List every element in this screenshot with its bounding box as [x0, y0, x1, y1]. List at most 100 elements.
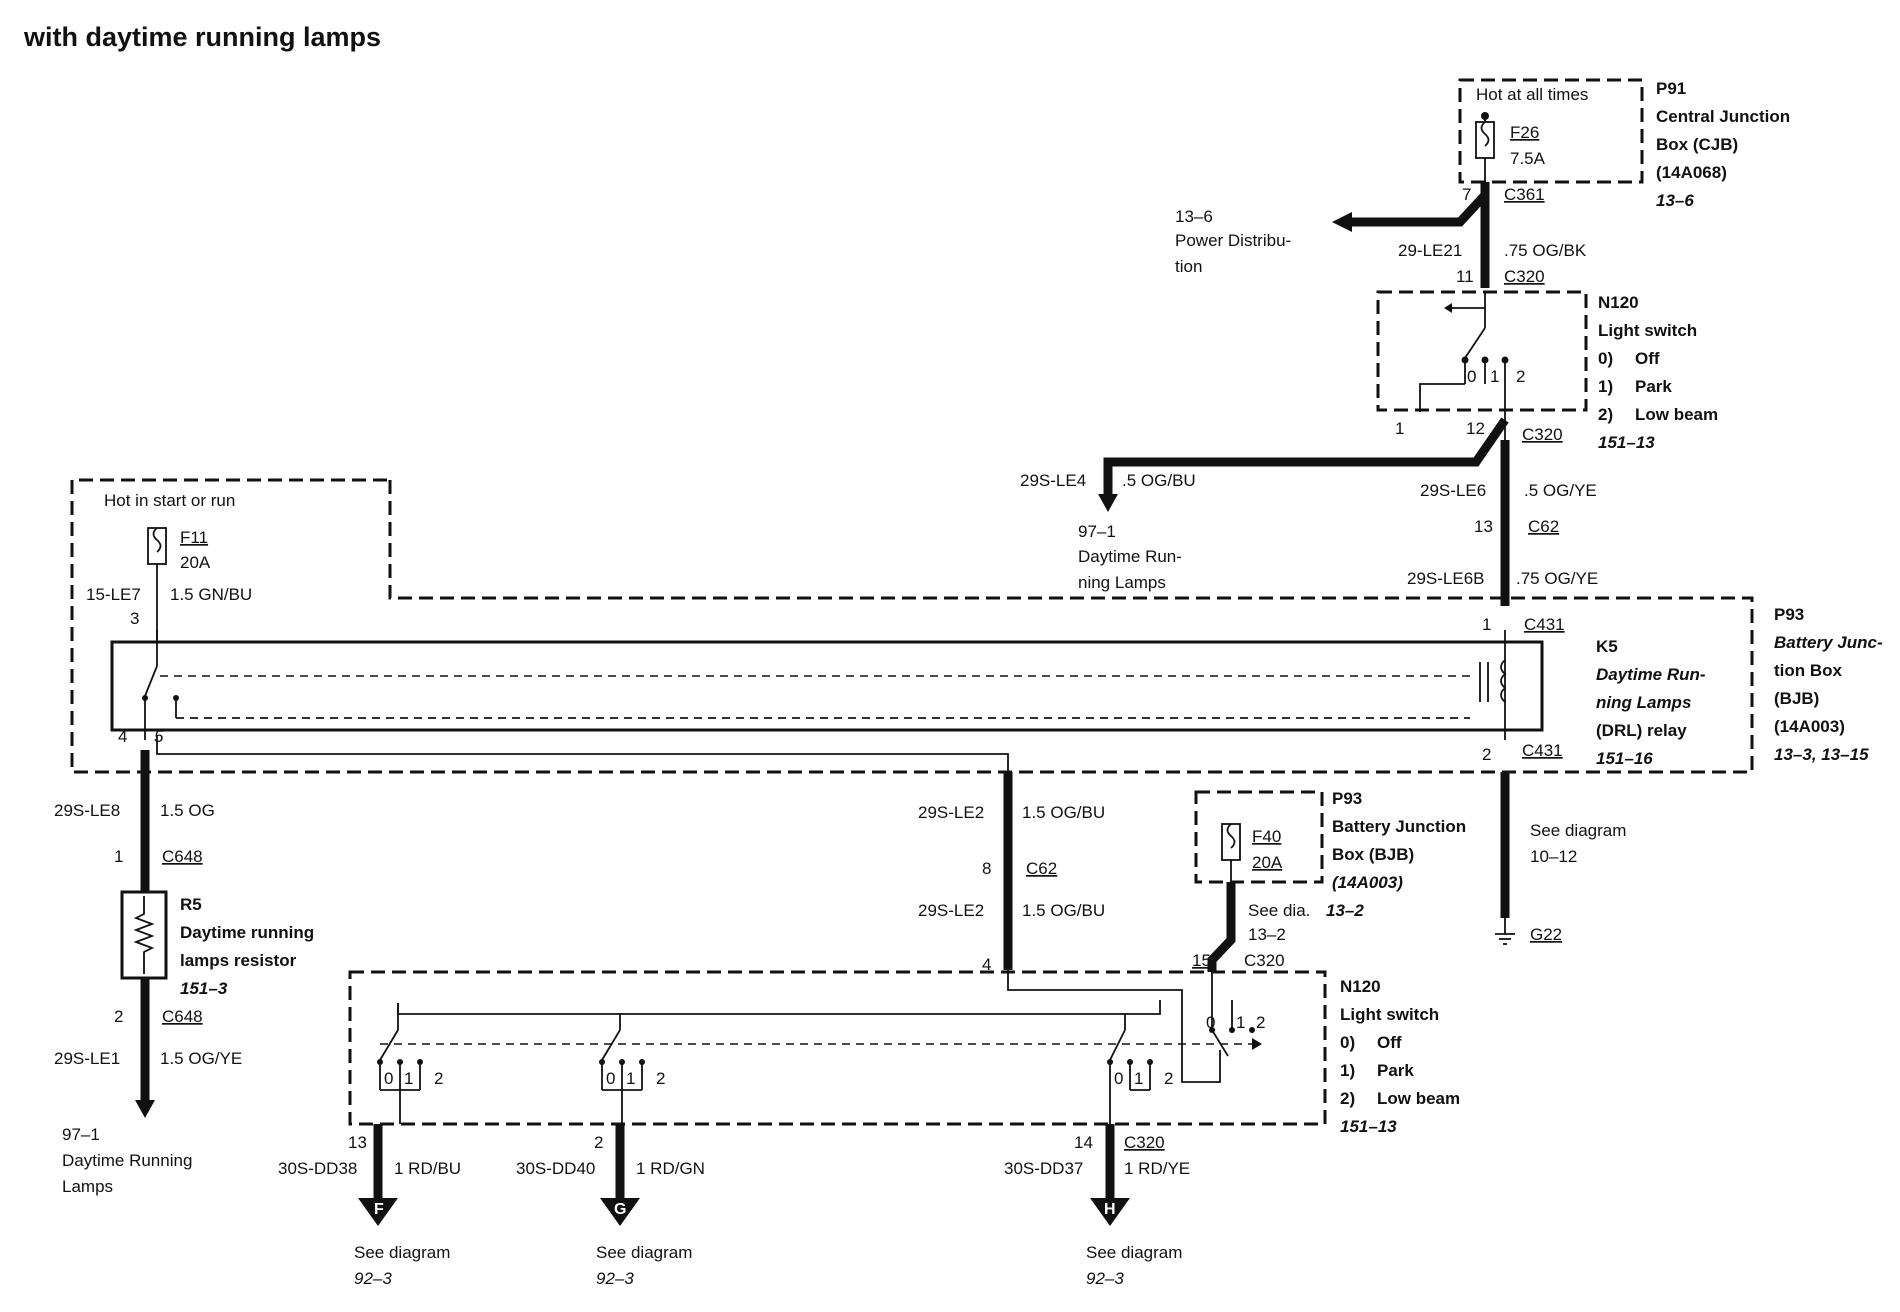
fuse-f40-amp: 20A: [1252, 853, 1283, 872]
switch-bot-opt2-label: Low beam: [1377, 1089, 1460, 1108]
output-g-see: See diagram: [596, 1243, 692, 1262]
wire-spec-le8: 1.5 OG: [160, 801, 215, 820]
output-h-circuit: 30S-DD37: [1004, 1159, 1083, 1178]
circuit-29-le21: 29-LE21: [1398, 241, 1462, 260]
output-g-spec: 1 RD/GN: [636, 1159, 705, 1178]
switch-top-opt2: 2): [1598, 405, 1613, 424]
fuse-f26-label: F26: [1510, 123, 1539, 142]
switch-bot-opt0-label: Off: [1377, 1033, 1402, 1052]
wire-spec-le7: 1.5 GN/BU: [170, 585, 252, 604]
switch-bot-opt2: 2): [1340, 1089, 1355, 1108]
switch-top-opt2-label: Low beam: [1635, 405, 1718, 424]
output-g-circuit: 30S-DD40: [516, 1159, 595, 1178]
fuse-f26-symbol: [1475, 121, 1495, 159]
output-h-ref: 92–3: [1086, 1269, 1124, 1288]
bjb2-see-ref-2: 13–2: [1248, 925, 1286, 944]
connector-c431-b: C431: [1522, 741, 1563, 760]
relay-outline: [110, 640, 1544, 732]
arrow-left-icon: [1332, 212, 1352, 232]
pin-11: 11: [1456, 267, 1474, 286]
circuit-29s-le1: 29S-LE1: [54, 1049, 120, 1068]
resistor-r5: R5 Daytime running lamps resistor 151–3: [120, 890, 314, 998]
bjb2-id: P93: [1332, 789, 1362, 808]
wire-spec-le6b: .75 OG/YE: [1516, 569, 1598, 588]
switch-top-pin-12: 12: [1466, 419, 1485, 438]
power-ref: 13–6: [1175, 207, 1213, 226]
le4-ref: 97–1: [1078, 522, 1116, 541]
wire-29s-le2: 29S-LE2 1.5 OG/BU 8 C62 29S-LE2 1.5 OG/B…: [156, 736, 1105, 974]
sw1-pos0: 0: [384, 1069, 393, 1088]
output-f-see: See diagram: [354, 1243, 450, 1262]
switch-top-opt0-label: Off: [1635, 349, 1660, 368]
cjb-ref: 13–6: [1656, 191, 1694, 210]
output-h-spec: 1 RD/YE: [1124, 1159, 1190, 1178]
resistor-id: R5: [180, 895, 202, 914]
switch-top-opt1-label: Park: [1635, 377, 1672, 396]
output-h-conn: C320: [1124, 1133, 1165, 1152]
resistor-ref: 151–3: [180, 979, 228, 998]
connector-g-letter: G: [614, 1201, 626, 1218]
connector-f-letter: F: [374, 1201, 384, 1218]
bjb-id: P93: [1774, 605, 1804, 624]
switch-top-id: N120: [1598, 293, 1639, 312]
switch-top-opt0: 0): [1598, 349, 1613, 368]
wire-spec-le6: .5 OG/YE: [1524, 481, 1597, 500]
cjb-part: (14A068): [1656, 163, 1727, 182]
circuit-29s-le2-b: 29S-LE2: [918, 901, 984, 920]
le1-label-2: Lamps: [62, 1177, 113, 1196]
bjb2-see-ref: 13–2: [1326, 901, 1364, 920]
circuit-29s-le6: 29S-LE6: [1420, 481, 1486, 500]
ground-wire: See diagram 10–12 G22: [1495, 772, 1626, 945]
wire-spec-le2-a: 1.5 OG/BU: [1022, 803, 1105, 822]
wire-29s-le4: 29S-LE4 .5 OG/BU 97–1 Daytime Run- ning …: [1020, 417, 1509, 592]
ground-g22: G22: [1530, 925, 1562, 944]
fuse-f40-label: F40: [1252, 827, 1281, 846]
connector-c320-b: C320: [1522, 425, 1563, 444]
fuse-f11-symbol: [147, 527, 167, 565]
wire-29s-le6: 29S-LE6 .5 OG/YE 13 C62 29S-LE6B .75 OG/…: [1407, 440, 1598, 606]
switch-top-pin-1: 1: [1395, 419, 1404, 438]
bjb-small-outline: [1194, 790, 1324, 884]
switch-top-pos0: 0: [1467, 367, 1476, 386]
bjb-ref: 13–3, 13–15: [1774, 745, 1869, 764]
sw2-pos2: 2: [656, 1069, 665, 1088]
sw2-pos0: 0: [606, 1069, 615, 1088]
connector-h-letter: H: [1104, 1201, 1116, 1218]
sw4-pos0: 0: [1206, 1013, 1215, 1032]
bjb-name-2: tion Box: [1774, 661, 1843, 680]
connector-c648-a: C648: [162, 847, 203, 866]
fuse-f40-symbol: [1221, 823, 1241, 861]
sw3-pos1: 1: [1134, 1069, 1143, 1088]
hot-start-label: Hot in start or run: [104, 491, 235, 510]
connector-g-arrow: [600, 1198, 640, 1226]
connector-c320-a: C320: [1504, 267, 1545, 286]
bjb-part: (14A003): [1774, 717, 1845, 736]
switch-bot-name: Light switch: [1340, 1005, 1439, 1024]
connector-c431-a: C431: [1524, 615, 1565, 634]
bjb-name-3: (BJB): [1774, 689, 1819, 708]
circuit-29s-le2-a: 29S-LE2: [918, 803, 984, 822]
switch-bot-opt1: 1): [1340, 1061, 1355, 1080]
ground-ref: 10–12: [1530, 847, 1577, 866]
bjb2-name-1: Battery Junction: [1332, 817, 1466, 836]
fuse-f11-label: F11: [180, 528, 208, 547]
power-label-2: tion: [1175, 257, 1202, 276]
bjb-name-1: Battery Junc-: [1774, 633, 1883, 652]
output-f-spec: 1 RD/BU: [394, 1159, 461, 1178]
output-g-ref: 92–3: [596, 1269, 634, 1288]
relay-ref: 151–16: [1596, 749, 1653, 768]
ground-see-diagram: See diagram: [1530, 821, 1626, 840]
drl-relay: K5 Daytime Run- ning Lamps (DRL) relay 1…: [110, 615, 1706, 768]
sw4-pos2: 2: [1256, 1013, 1265, 1032]
cjb-name-1: Central Junction: [1656, 107, 1790, 126]
battery-junction-box: P93 Battery Junc- tion Box (BJB) (14A003…: [1774, 605, 1883, 764]
cjb-outline: [1458, 78, 1644, 184]
circuit-29s-le8: 29S-LE8: [54, 801, 120, 820]
switch-top-ref: 151–13: [1598, 433, 1655, 452]
connector-f-arrow: [358, 1198, 398, 1226]
relay-name-3: (DRL) relay: [1596, 721, 1687, 740]
hot-in-start-box: Hot in start or run F11 20A 15-LE7 1.5 G…: [70, 478, 1754, 774]
output-f: F 13 30S-DD38 1 RD/BU See diagram 92–3: [278, 1124, 461, 1288]
cjb-hot-label: Hot at all times: [1476, 85, 1588, 104]
